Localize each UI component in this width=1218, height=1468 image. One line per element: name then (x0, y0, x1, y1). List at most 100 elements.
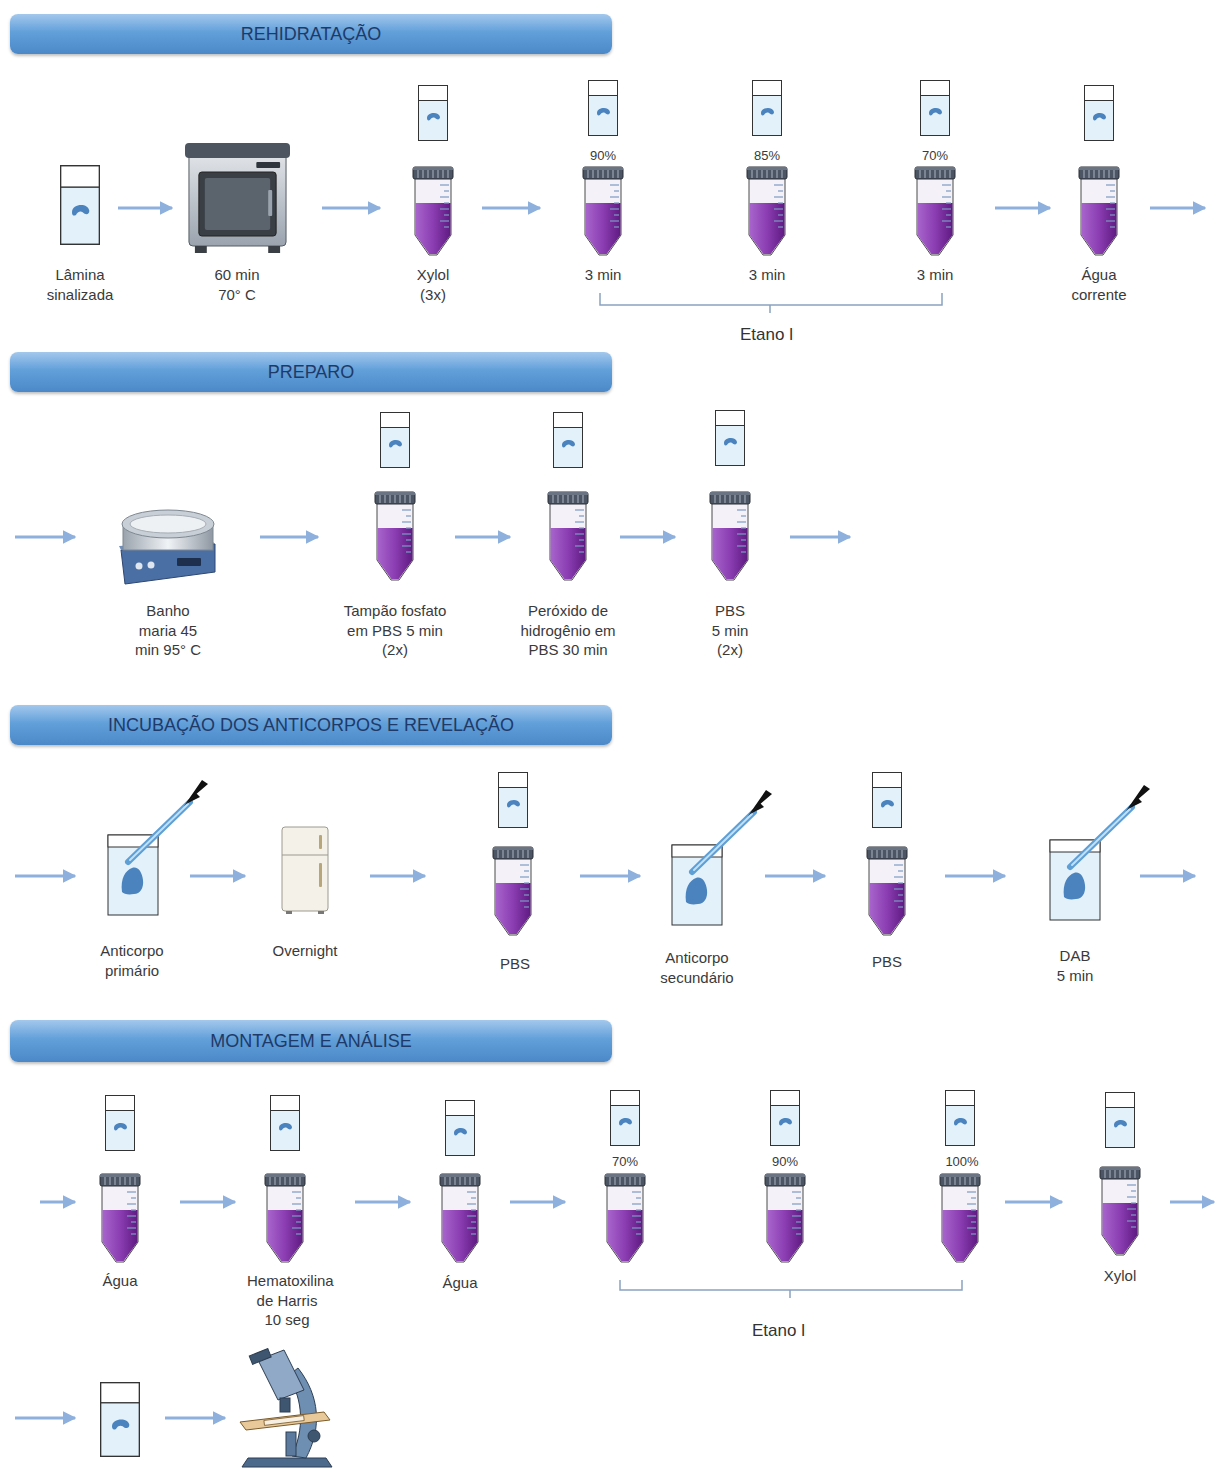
dropper-slide (1050, 785, 1150, 920)
group-bracket (620, 1280, 962, 1298)
reagent-tube (375, 492, 415, 580)
flow-arrow (180, 1201, 235, 1204)
step-node: DAB 5 min (1005, 775, 1140, 995)
dropper-slide (108, 780, 208, 915)
section-title: PREPARO (10, 352, 612, 392)
flow-arrow (1005, 1201, 1062, 1204)
glass-slide (419, 86, 448, 141)
flow-arrow (118, 207, 172, 210)
section-band: INCUBAÇÃO DOS ANTICORPOS E REVELAÇÃO (10, 705, 612, 745)
flow-arrow (355, 1201, 410, 1204)
reagent-tube (1079, 167, 1119, 255)
glass-slide (771, 1091, 800, 1146)
continuation-arrow (40, 1201, 75, 1204)
reagent-tube (710, 492, 750, 580)
concentration-label: 70% (910, 146, 960, 166)
step-caption: 3 min (737, 265, 797, 285)
step-caption: Xylol (1095, 1266, 1145, 1286)
concentration-label: 100% (937, 1152, 987, 1172)
step-node: PBS 5 min (2x) (675, 405, 790, 680)
step-caption: Overnight (265, 941, 345, 961)
step-caption: Xylol (3x) (408, 265, 458, 304)
reagent-tube (265, 1174, 305, 1262)
flow-arrow (260, 536, 318, 539)
continuation-arrow (1140, 875, 1195, 878)
step-node: Xylol (1062, 1085, 1170, 1300)
continuation-arrow (1150, 207, 1205, 210)
reagent-tube (765, 1174, 805, 1262)
continuation-arrow (165, 1417, 225, 1420)
step-node: 100% (915, 1085, 1005, 1300)
glass-slide (381, 413, 410, 468)
concentration-label: 70% (600, 1152, 650, 1172)
reagent-tube (747, 167, 787, 255)
group-bracket (600, 293, 942, 313)
water-bath-icon (119, 510, 215, 584)
flow-arrow (945, 875, 1005, 878)
step-caption: Anticorpo secundário (647, 948, 747, 987)
step-caption: 60 min 70° C (207, 265, 267, 304)
glass-slide (61, 166, 100, 245)
reagent-tube (548, 492, 588, 580)
step-caption: Anticorpo primário (87, 941, 177, 980)
concentration-label: 90% (760, 1152, 810, 1172)
step-caption: PBS (490, 954, 540, 974)
step-caption: Água (435, 1273, 485, 1293)
reagent-tube (583, 167, 623, 255)
concentration-label: 90% (578, 146, 628, 166)
group-label: Etano l (752, 1320, 806, 1342)
glass-slide (946, 1091, 975, 1146)
section-title: INCUBAÇÃO DOS ANTICORPOS E REVELAÇÃO (10, 705, 612, 745)
glass-slide (1085, 86, 1114, 141)
step-node: PBS (425, 765, 580, 995)
reagent-tube (940, 1174, 980, 1262)
step-caption: PBS (862, 952, 912, 972)
step-node: 90% (740, 1085, 830, 1300)
glass-slide (554, 413, 583, 468)
flow-arrow (995, 207, 1050, 210)
reagent-tube (915, 167, 955, 255)
flow-arrow (455, 536, 510, 539)
step-node: 90% 3 min (540, 75, 645, 290)
step-caption: 3 min (573, 265, 633, 285)
step-caption: DAB 5 min (1056, 946, 1095, 985)
step-node: 85% 3 min (725, 75, 810, 290)
glass-slide (921, 81, 950, 136)
step-node: Overnight (245, 775, 370, 995)
step-node: Banho maria 45 min 95° C (100, 495, 260, 665)
step-node: Lâmina sinalizada (35, 160, 118, 305)
step-caption: Hematoxilina de Harris 10 seg (247, 1271, 327, 1330)
flow-arrow (322, 207, 380, 210)
glass-slide (753, 81, 782, 136)
flow-arrow (482, 207, 540, 210)
section-band: MONTAGEM E ANÁLISE (10, 1020, 612, 1062)
step-node: Hematoxilina de Harris 10 seg (235, 1085, 355, 1335)
glass-slide (106, 1096, 135, 1151)
step-caption: Água corrente (1064, 265, 1134, 304)
step-node: Peróxido de hidrogênio em PBS 30 min (510, 405, 620, 680)
microscope-icon (240, 1349, 332, 1467)
concentration-label: 85% (742, 146, 792, 166)
flow-arrow (190, 875, 245, 878)
step-node: 70% (565, 1085, 670, 1300)
continuation-arrow (790, 536, 850, 539)
step-caption: 3 min (905, 265, 965, 285)
glass-slide (716, 411, 745, 466)
flow-arrow (580, 875, 640, 878)
step-node: Água corrente (1050, 80, 1150, 305)
step-node: Água (410, 1085, 510, 1335)
continuation-arrow (15, 1417, 75, 1420)
section-band: PREPARO (10, 352, 612, 392)
step-node: Água (75, 1085, 180, 1335)
section-title: REHIDRATAÇÃO (10, 14, 612, 54)
step-node: Xylol (3x) (380, 80, 482, 305)
glass-slide (499, 773, 528, 828)
continuation-arrow (1170, 1201, 1214, 1204)
reagent-tube (867, 847, 907, 935)
step-node: 60 min 70° C (172, 135, 322, 290)
section-band: REHIDRATAÇÃO (10, 14, 612, 54)
glass-slide (589, 81, 618, 136)
step-caption: Banho maria 45 min 95° C (126, 601, 211, 660)
